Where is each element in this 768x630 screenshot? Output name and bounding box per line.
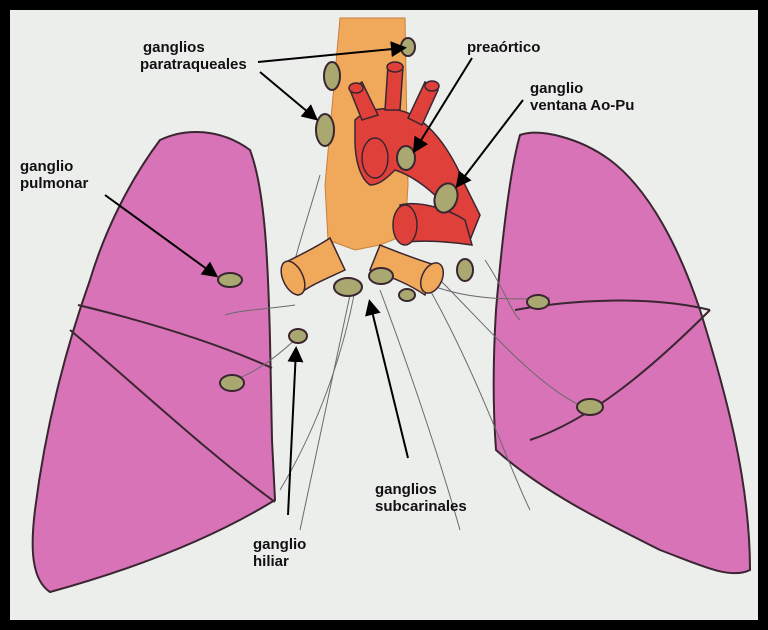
node-right-bronchus: [457, 259, 473, 281]
node-paratracheal-3: [316, 114, 334, 146]
arrow-paratracheal-side: [260, 72, 315, 118]
node-subcarinal-2: [369, 268, 393, 284]
label-pulmonar-line2: pulmonar: [20, 175, 88, 192]
ascending-aorta-cut: [362, 138, 388, 178]
arrow-subcarinal: [370, 303, 408, 458]
label-pulmonar-line1: ganglio: [20, 158, 88, 175]
label-paratracheal-nodes: ganglios paratraqueales: [140, 39, 247, 73]
label-pulmonary-node: ganglio pulmonar: [20, 158, 88, 192]
label-hiliar-line2: hiliar: [253, 553, 306, 570]
label-subcarinal-line2: subcarinales: [375, 498, 467, 515]
node-paratracheal-1: [401, 38, 415, 56]
label-paratracheal-line1: ganglios: [140, 39, 247, 56]
node-preaortic: [397, 146, 415, 170]
arrow-hilar: [288, 350, 296, 515]
node-subcarinal-1: [334, 278, 362, 296]
label-hilar-node: ganglio hiliar: [253, 536, 306, 570]
label-hiliar-line1: ganglio: [253, 536, 306, 553]
label-preaortic-line1: preaórtico: [467, 39, 540, 56]
right-lung: [494, 133, 750, 573]
node-paratracheal-2: [324, 62, 340, 90]
node-right-lung-lower: [577, 399, 603, 415]
label-aortopulmonary-window-node: ganglio ventana Ao-Pu: [530, 80, 634, 114]
node-hilar: [289, 329, 307, 343]
left-lung: [33, 132, 275, 592]
label-subcarinal-nodes: ganglios subcarinales: [375, 481, 467, 515]
node-right-lung-upper: [527, 295, 549, 309]
label-preaortic-node: preaórtico: [467, 39, 540, 56]
label-subcarinal-line1: ganglios: [375, 481, 467, 498]
label-ventana-line2: ventana Ao-Pu: [530, 97, 634, 114]
label-paratracheal-line2: paratraqueales: [140, 56, 247, 73]
node-pulmonary-left: [218, 273, 242, 287]
label-ventana-line1: ganglio: [530, 80, 634, 97]
lymph-node-diagram: [10, 10, 758, 620]
node-left-lower: [220, 375, 244, 391]
node-subcarinal-3: [399, 289, 415, 301]
